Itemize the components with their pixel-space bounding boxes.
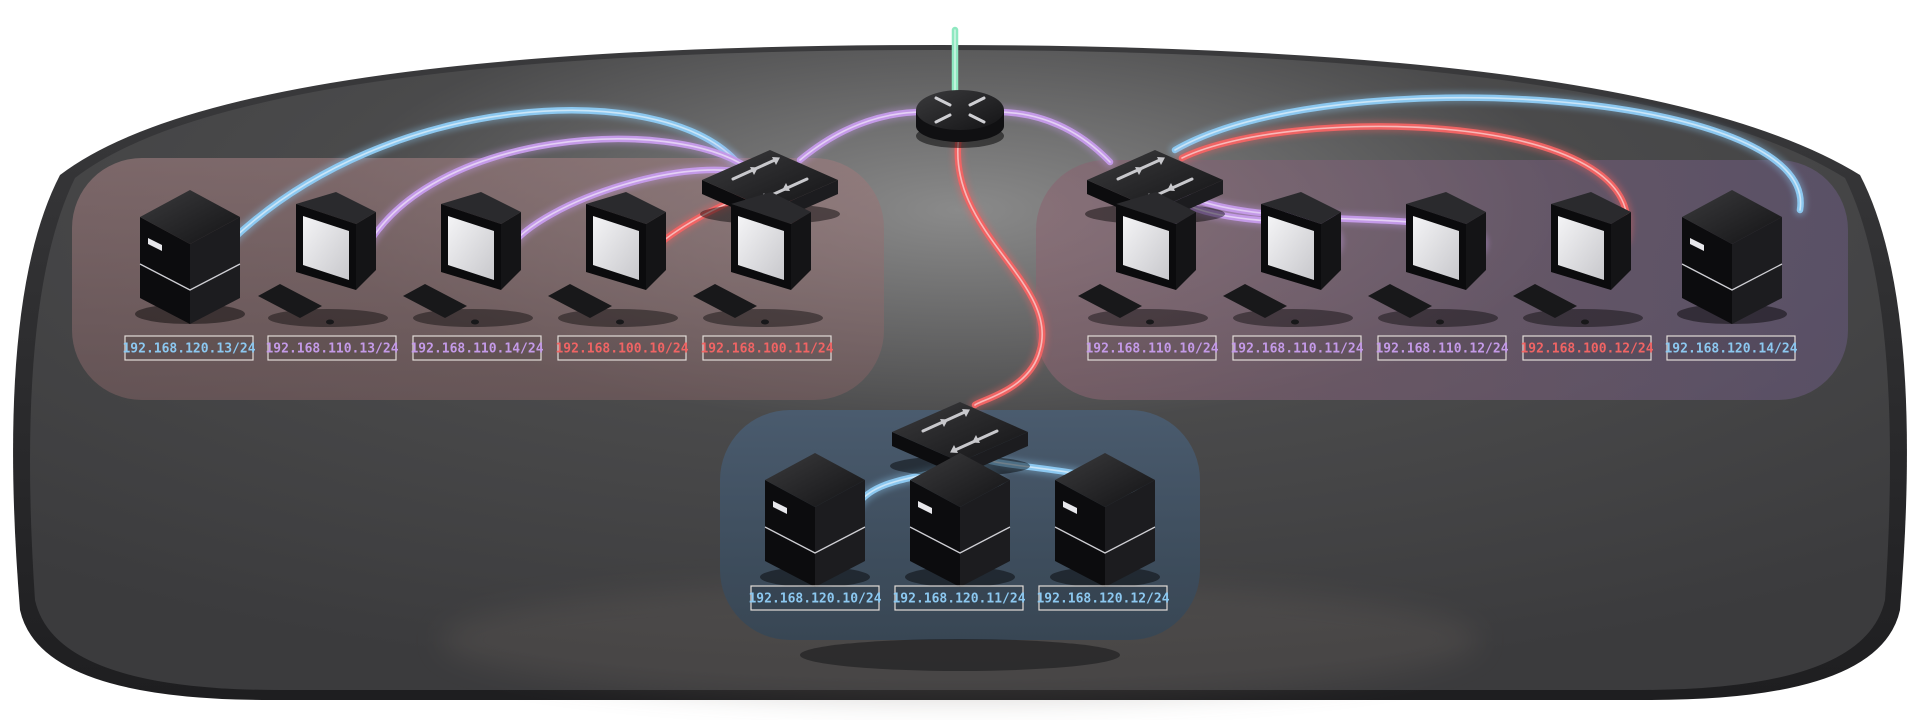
bottom-switch: [890, 402, 1030, 476]
right-server-label: 192.168.120.14/24: [1664, 335, 1798, 361]
drive-led: [1063, 501, 1077, 514]
right-pc-2-label: 192.168.110.11/24: [1230, 335, 1364, 361]
ip-address: 192.168.110.14/24: [410, 342, 543, 357]
keyboard: [258, 284, 322, 318]
switch-arrow-icon: [731, 167, 757, 181]
right-pc-1-label: 192.168.110.10/24: [1085, 335, 1219, 361]
ip-address: 192.168.110.12/24: [1375, 342, 1508, 357]
ip-address: 192.168.100.11/24: [700, 342, 833, 357]
right-pc-4-label: 192.168.100.12/24: [1520, 335, 1654, 361]
switch-arrow-icon: [753, 157, 779, 171]
keyboard: [1368, 284, 1432, 318]
right-pc-2: [1223, 192, 1353, 327]
monitor-screen: [738, 216, 784, 280]
switch-arrow-icon: [973, 429, 999, 443]
right-pc-1: [1078, 192, 1208, 327]
mouse: [1581, 319, 1589, 325]
left-pc-4-label: 192.168.100.11/24: [700, 335, 834, 361]
left-pc-3: [548, 192, 678, 327]
keyboard: [1513, 284, 1577, 318]
keyboard: [693, 284, 757, 318]
left-server: [135, 190, 245, 324]
router-arrow-icon: [968, 96, 986, 107]
router-arrow-icon: [968, 113, 986, 124]
switch-arrow-icon: [943, 409, 969, 423]
monitor-screen: [1123, 216, 1169, 280]
left-pc-1: [258, 192, 388, 327]
router-right-switch-cable: [984, 105, 1116, 168]
mouse: [1146, 319, 1154, 325]
ip-address: 192.168.120.11/24: [892, 592, 1025, 607]
left-server-label: 192.168.120.13/24: [122, 335, 256, 361]
monitor-screen: [448, 216, 494, 280]
keyboard: [1078, 284, 1142, 318]
keyboard: [1223, 284, 1287, 318]
router-arrow-icon: [934, 96, 952, 107]
switch-arrow-icon: [783, 177, 809, 191]
right-server: [1677, 190, 1787, 324]
ip-address: 192.168.100.12/24: [1520, 342, 1653, 357]
left-pc-2-label: 192.168.110.14/24: [410, 335, 544, 361]
ip-address: 192.168.110.10/24: [1085, 342, 1218, 357]
switch-arrow-icon: [1116, 167, 1142, 181]
drive-led: [773, 501, 787, 514]
monitor-screen: [593, 216, 639, 280]
switch-arrow-icon: [951, 439, 977, 453]
router-left-switch-cable: [794, 105, 936, 166]
monitor-screen: [1413, 216, 1459, 280]
mouse: [1436, 319, 1444, 325]
ip-address: 192.168.120.10/24: [748, 592, 881, 607]
monitor-screen: [303, 216, 349, 280]
drive-led: [1690, 238, 1704, 251]
mouse: [326, 319, 334, 325]
right-pc-3: [1368, 192, 1498, 327]
bottom-zone-shadow: [800, 639, 1120, 671]
monitor-screen: [1268, 216, 1314, 280]
right-pc-4: [1513, 192, 1643, 327]
right-pc-3-label: 192.168.110.12/24: [1375, 335, 1509, 361]
bottom-server-1: [760, 453, 870, 587]
keyboard: [403, 284, 467, 318]
ip-address: 192.168.120.12/24: [1036, 592, 1169, 607]
left-pc-1-label: 192.168.110.13/24: [265, 335, 399, 361]
router-icon: [916, 90, 1004, 148]
ip-address: 192.168.110.13/24: [265, 342, 398, 357]
drive-led: [148, 238, 162, 251]
keyboard: [548, 284, 612, 318]
ip-address: 192.168.100.10/24: [555, 342, 688, 357]
router-bottom-switch-cable: [951, 124, 1049, 411]
right-pc-4-cable: [1176, 120, 1634, 246]
switch-arrow-icon: [1168, 177, 1194, 191]
mouse: [761, 319, 769, 325]
monitor-screen: [1558, 216, 1604, 280]
ip-address: 192.168.110.11/24: [1230, 342, 1363, 357]
ip-labels: 192.168.120.13/24 192.168.110.13/24 192.16…: [122, 335, 1798, 611]
ip-address: 192.168.120.14/24: [1664, 342, 1797, 357]
left-server-cable: [226, 104, 741, 246]
drive-led: [918, 501, 932, 514]
left-pc-3-label: 192.168.100.10/24: [555, 335, 689, 361]
devices: [135, 90, 1787, 587]
mouse: [471, 319, 479, 325]
mouse: [616, 319, 624, 325]
left-pc-4: [693, 192, 823, 327]
left-pc-2: [403, 192, 533, 327]
bottom-server-2-label: 192.168.120.11/24: [892, 585, 1026, 611]
bottom-server-2: [905, 453, 1015, 587]
bottom-server-3: [1050, 453, 1160, 587]
ip-address: 192.168.120.13/24: [122, 342, 255, 357]
switch-arrow-icon: [921, 419, 947, 433]
router-arrow-icon: [934, 113, 952, 124]
bottom-server-3-label: 192.168.120.12/24: [1036, 585, 1170, 611]
bottom-server-1-label: 192.168.120.10/24: [748, 585, 882, 611]
right-server-cable: [1169, 91, 1807, 216]
mouse: [1291, 319, 1299, 325]
switch-arrow-icon: [1138, 157, 1164, 171]
left-pc-1-cable: [359, 132, 754, 256]
